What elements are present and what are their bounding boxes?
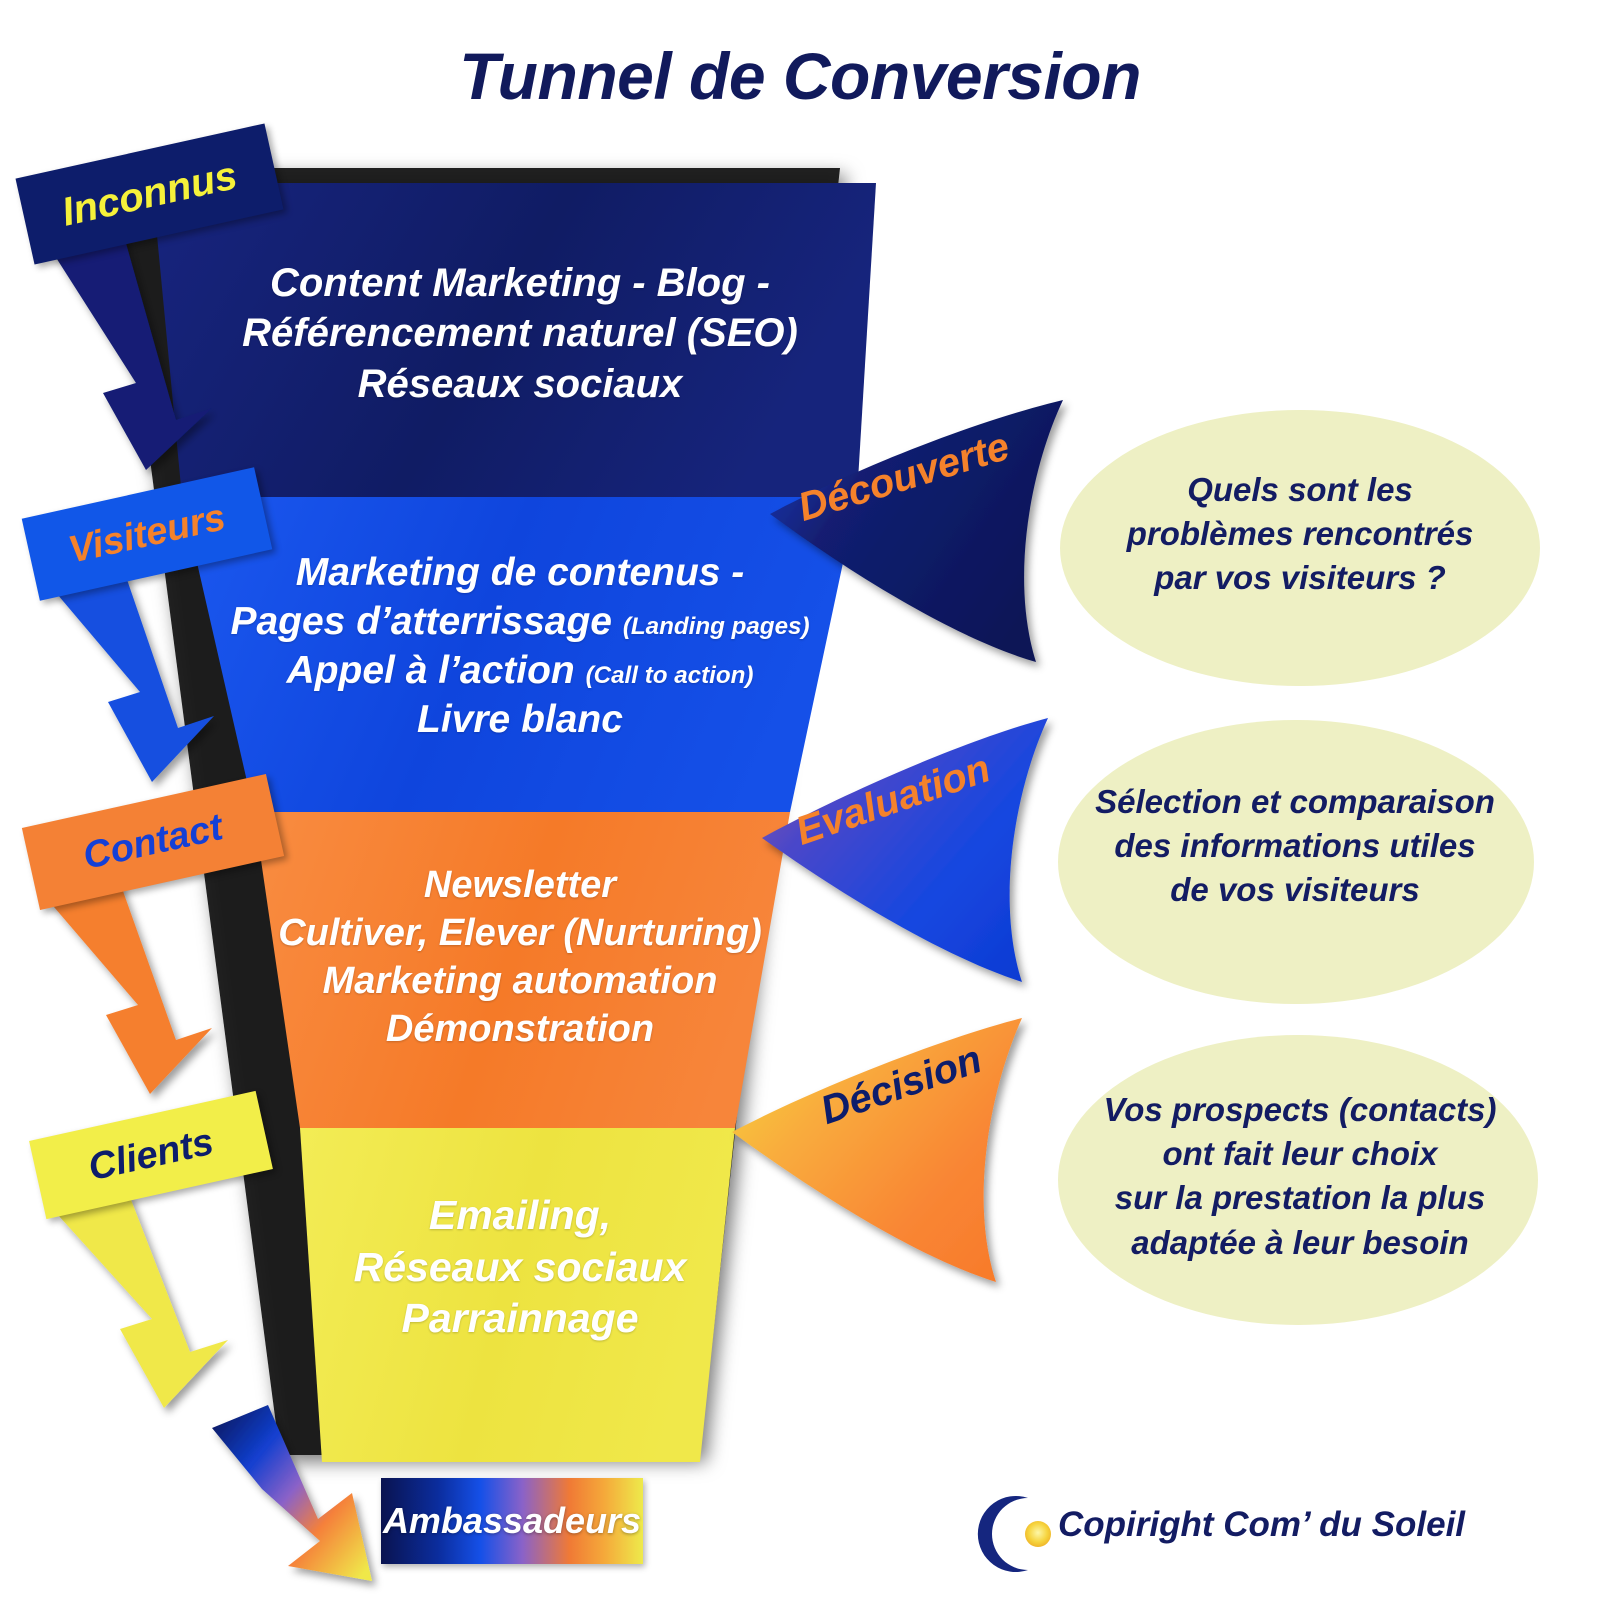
- com-du-soleil-logo-icon: [977, 1496, 1051, 1572]
- arrow-clients: [58, 1192, 228, 1408]
- funnel-stage-awareness-shape: [152, 183, 876, 497]
- arrow-inconnus: [48, 222, 212, 470]
- ambassadeurs-badge: Ambassadeurs: [381, 1478, 643, 1564]
- audience-tag-label: Visiteurs: [64, 495, 230, 572]
- audience-tag-label: Inconnus: [57, 152, 241, 235]
- funnel-stage-interest-shape: [182, 497, 857, 812]
- insight-bubble-shapes: [1058, 410, 1540, 1325]
- stage-ribbon-evaluation: [762, 718, 1048, 982]
- arrow-visiteurs: [52, 565, 214, 782]
- audience-tag-label: Contact: [79, 805, 227, 878]
- logo-spacer: [978, 1492, 1044, 1558]
- audience-tag-label: Clients: [84, 1120, 218, 1189]
- arrow-ambassadeurs: [212, 1405, 372, 1581]
- funnel-stage-loyalty-shape: [300, 1128, 735, 1462]
- copyright-block: Copiright Com’ du Soleil: [978, 1492, 1465, 1558]
- ambassadeurs-label: Ambassadeurs: [382, 1500, 642, 1541]
- funnel-stage-consideration-shape: [254, 812, 790, 1128]
- stage-ribbon-decouverte: [770, 400, 1063, 662]
- page-title: Tunnel de Conversion: [459, 39, 1141, 113]
- stage-ribbon-decision: [732, 1018, 1022, 1282]
- copyright-text: Copiright Com’ du Soleil: [1058, 1505, 1466, 1544]
- arrow-contact: [48, 877, 212, 1094]
